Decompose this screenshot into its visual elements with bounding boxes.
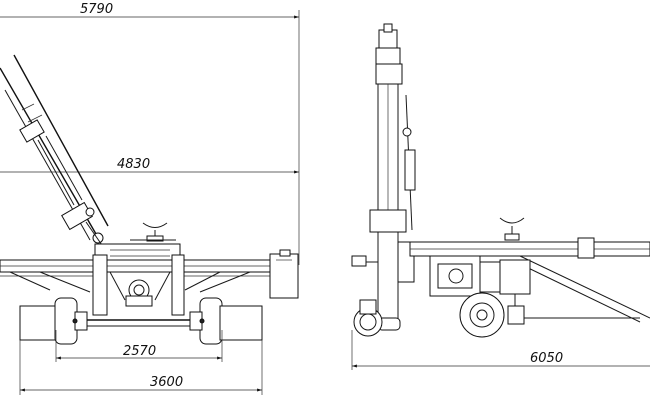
dimension-base-width: 3600 [19, 340, 263, 395]
boom [0, 54, 109, 249]
pipe-cradles [130, 222, 176, 242]
dimension-boom-reach-label: 4830 [117, 157, 150, 172]
dimension-wheel-track: 2570 [55, 330, 223, 362]
mast-wheel [353, 299, 383, 337]
wheel-axle [19, 297, 263, 345]
front-view: 5790 4830 [0, 2, 300, 395]
side-wheel [459, 292, 640, 338]
dimension-overall-length-label: 6050 [530, 351, 563, 366]
mast [369, 23, 416, 331]
dimension-overall-width-label: 5790 [80, 2, 113, 17]
dimension-base-width-label: 3600 [150, 375, 183, 390]
dimension-boom-reach: 4830 [0, 157, 299, 174]
dimension-wheel-track-label: 2570 [123, 344, 156, 359]
dimension-overall-length: 6050 [351, 330, 650, 370]
mast-brackets [351, 241, 415, 283]
engine-block [429, 255, 531, 316]
central-frame [92, 243, 185, 316]
end-box [269, 249, 299, 299]
side-cradle [499, 217, 525, 241]
side-view: 6050 [351, 23, 650, 370]
side-frame [409, 237, 650, 323]
dimension-overall-width: 5790 [0, 2, 300, 265]
